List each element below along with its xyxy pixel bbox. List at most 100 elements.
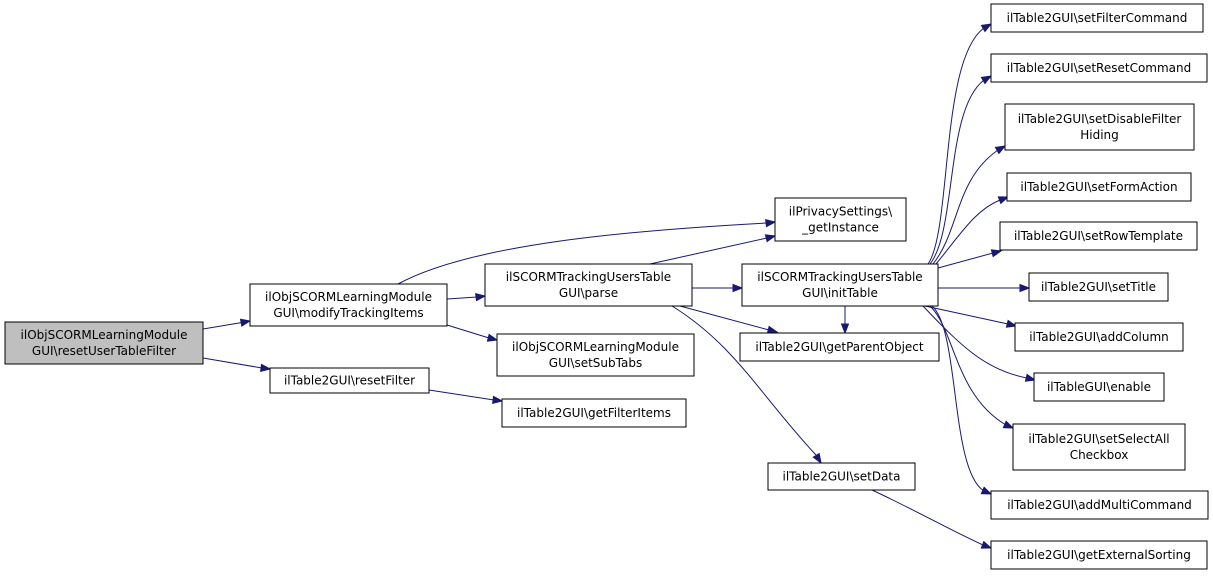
node-box (739, 332, 940, 362)
node-getExternalSorting[interactable]: ilTable2GUI\getExternalSorting (990, 540, 1208, 570)
node-box (774, 197, 907, 242)
arrow-head-icon (1002, 420, 1015, 429)
edge-line (871, 489, 984, 546)
arrow-head-icon (812, 452, 822, 465)
node-label: _getInstance (801, 221, 879, 235)
edge-initTable-to-setRowTemplate (937, 249, 1003, 269)
node-label: ilTable2GUI\setTitle (1041, 280, 1156, 294)
arrow-head-icon (486, 333, 499, 342)
node-setRowTemplate[interactable]: ilTable2GUI\setRowTemplate (999, 221, 1198, 251)
arrow-head-icon (1005, 319, 1018, 328)
arrow-head-icon (260, 363, 272, 373)
node-label: GUI\resetUserTableFilter (32, 344, 176, 358)
node-label: Hiding (1080, 128, 1119, 142)
edge-initTable-to-enable (922, 305, 1037, 382)
node-box (1012, 423, 1186, 471)
edge-line (929, 79, 985, 265)
node-box (249, 283, 448, 327)
node-label: GUI\setSubTabs (549, 356, 642, 370)
edge-modifyTrackingItems-to-setSubTabs (446, 324, 499, 342)
edge-root-to-resetFilter (202, 357, 272, 373)
node-label: ilObjSCORMLearningModule (21, 328, 188, 342)
edge-initTable-to-setDisableFilterHiding (932, 145, 1007, 265)
edge-modifyTrackingItems-to-getInstance (397, 218, 777, 285)
node-label: ilPrivacySettings\ (789, 205, 893, 219)
arrow-head-icon (980, 75, 993, 85)
node-box (1014, 322, 1184, 352)
arrow-head-icon (980, 23, 993, 33)
node-root[interactable]: ilObjSCORMLearningModuleGUI\resetUserTab… (4, 321, 204, 365)
node-box (990, 490, 1209, 520)
edge-parse-to-setData (671, 305, 822, 465)
edge-line (931, 305, 985, 492)
edge-line (202, 357, 263, 369)
edge-line (927, 27, 985, 265)
node-getFilterItems[interactable]: ilTable2GUI\getFilterItems (501, 398, 687, 428)
node-label: ilTable2GUI\setResetCommand (1007, 61, 1192, 75)
node-label: ilSCORMTrackingUsersTable (506, 270, 671, 284)
edge-line (935, 199, 1001, 265)
edge-line (446, 324, 490, 339)
node-getInstance[interactable]: ilPrivacySettings\ _getInstance (774, 197, 907, 242)
node-label: ilTable2GUI\setRowTemplate (1014, 229, 1183, 243)
node-enable[interactable]: ilTableGUI\enable (1033, 372, 1165, 402)
nodes-layer: ilObjSCORMLearningModuleGUI\resetUserTab… (4, 3, 1209, 570)
edge-line (446, 296, 478, 300)
arrow-head-icon (732, 283, 744, 293)
node-label: ilTable2GUI\setFilterCommand (1007, 11, 1188, 25)
edge-line (428, 389, 495, 401)
arrow-head-icon (990, 249, 1003, 258)
edge-initTable-to-setTitle (938, 283, 1031, 293)
node-box (990, 3, 1204, 33)
node-box (767, 462, 916, 491)
edge-parse-to-getInstance (649, 234, 777, 265)
node-box (1033, 372, 1165, 402)
arrow-head-icon (1024, 373, 1037, 382)
node-label: ilTable2GUI\setData (783, 470, 901, 484)
node-box (269, 367, 430, 394)
node-box (501, 398, 687, 428)
edge-line (202, 322, 243, 330)
node-label: ilTable2GUI\setFormAction (1020, 180, 1177, 194)
edge-root-to-modifyTrackingItems (202, 318, 252, 330)
node-label: ilTable2GUI\getFilterItems (517, 406, 671, 420)
node-setFilterCommand[interactable]: ilTable2GUI\setFilterCommand (990, 3, 1204, 33)
node-box (999, 221, 1198, 251)
edge-initTable-to-setFilterCommand (927, 23, 993, 265)
node-box (496, 333, 695, 377)
edge-initTable-to-addMultiCommand (931, 305, 993, 495)
edge-line (671, 305, 817, 456)
arrow-head-icon (980, 486, 993, 495)
node-resetFilter[interactable]: ilTable2GUI\resetFilter (269, 367, 430, 394)
node-setTitle[interactable]: ilTable2GUI\setTitle (1028, 272, 1169, 302)
edge-initTable-to-setFormAction (935, 196, 1010, 265)
edge-line (649, 237, 768, 265)
edge-line (929, 305, 1007, 426)
node-label: GUI\parse (559, 286, 618, 300)
node-getParentObject[interactable]: ilTable2GUI\getParentObject (739, 332, 940, 362)
node-label: ilTable2GUI\getExternalSorting (1007, 548, 1191, 562)
node-label: ilTable2GUI\getParentObject (755, 340, 923, 354)
node-box (1006, 172, 1192, 202)
node-label: GUI\initTable (802, 286, 878, 300)
node-label: ilTable2GUI\addMultiCommand (1007, 498, 1192, 512)
node-addMultiCommand[interactable]: ilTable2GUI\addMultiCommand (990, 490, 1209, 520)
edge-line (397, 222, 768, 285)
node-modifyTrackingItems[interactable]: ilObjSCORMLearningModuleGUI\modifyTracki… (249, 283, 448, 327)
node-setData[interactable]: ilTable2GUI\setData (767, 462, 916, 491)
node-label: ilTable2GUI\setDisableFilter (1018, 112, 1182, 126)
node-box (990, 53, 1208, 83)
edge-setData-to-getExternalSorting (871, 489, 993, 549)
arrow-head-icon (475, 292, 487, 302)
node-label: ilTableGUI\enable (1047, 380, 1151, 394)
arrow-head-icon (765, 218, 777, 228)
node-setFormAction[interactable]: ilTable2GUI\setFormAction (1006, 172, 1192, 202)
node-setResetCommand[interactable]: ilTable2GUI\setResetCommand (990, 53, 1208, 83)
node-addColumn[interactable]: ilTable2GUI\addColumn (1014, 322, 1184, 352)
